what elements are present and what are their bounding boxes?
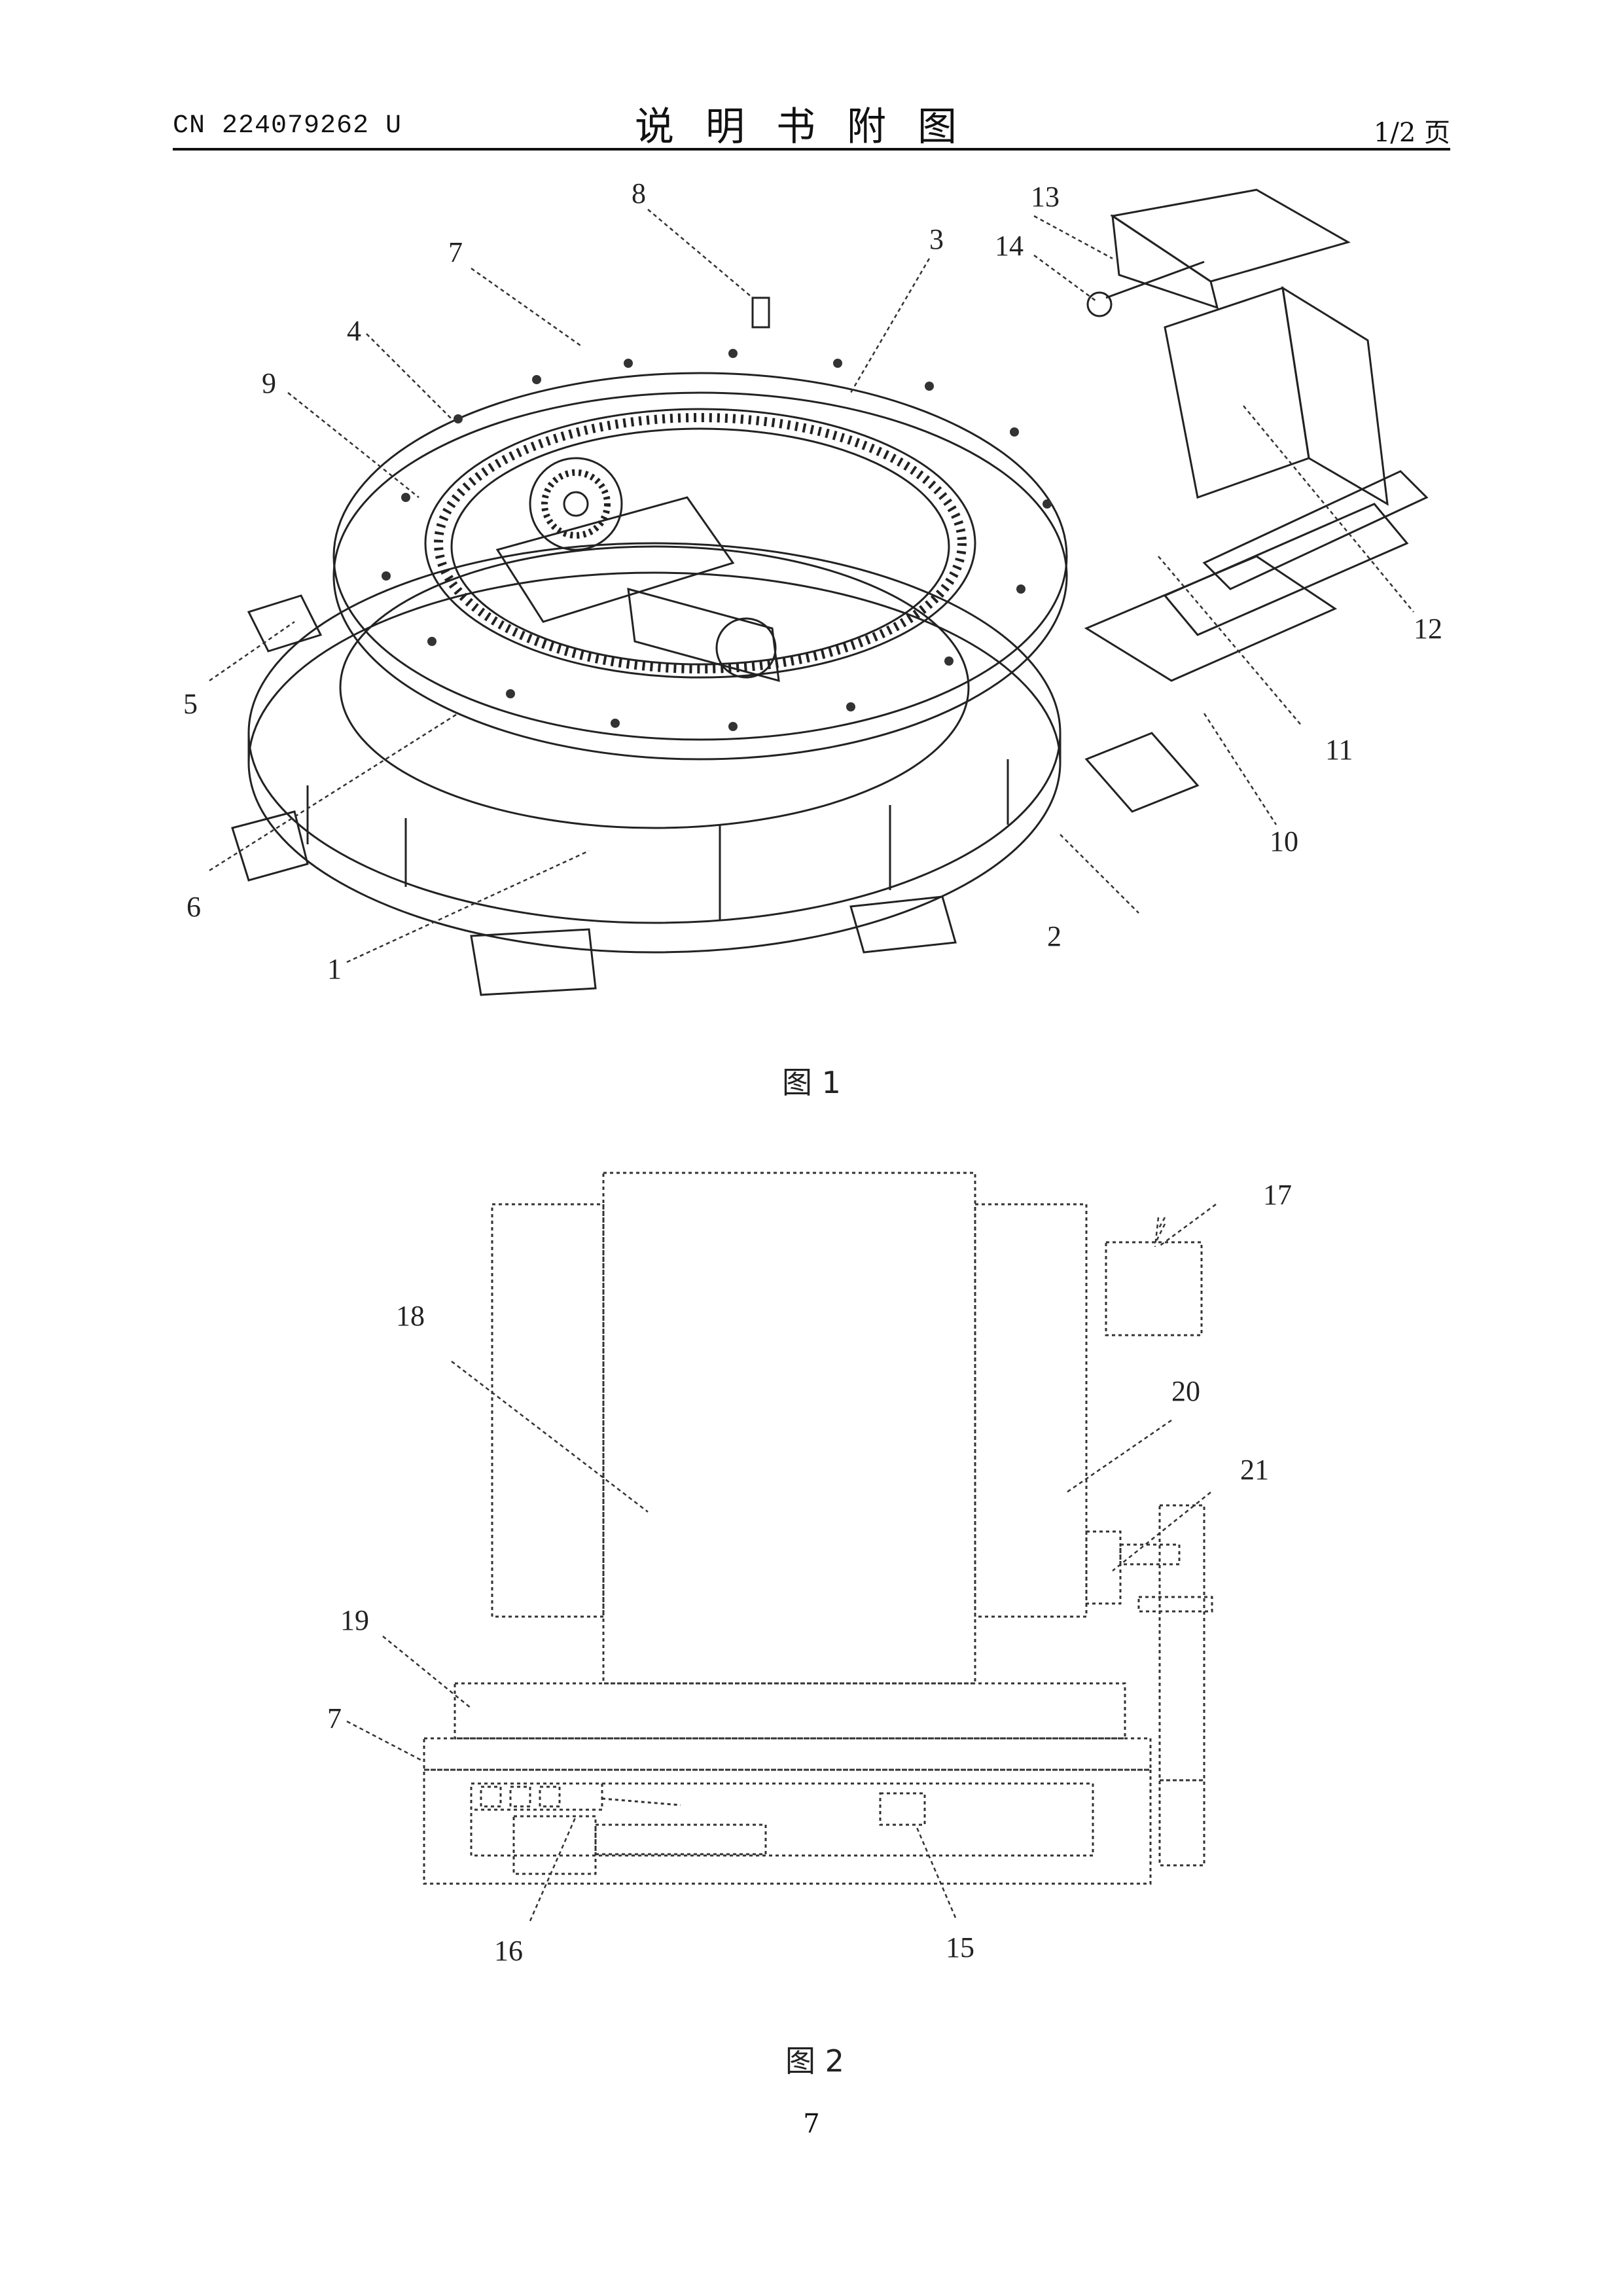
fig2-label-18: 18 <box>396 1300 425 1332</box>
fig2-label-19: 19 <box>340 1604 369 1636</box>
fig2-label-21: 21 <box>1240 1454 1269 1486</box>
fig1-label-14: 14 <box>995 230 1024 262</box>
figure-2-caption: 图 2 <box>785 2043 844 2079</box>
fig1-label-11: 11 <box>1325 734 1353 766</box>
fig1-label-6: 6 <box>187 891 201 923</box>
fig1-label-2: 2 <box>1047 920 1061 952</box>
figure-1-drawing <box>209 190 1427 995</box>
fig1-label-1: 1 <box>327 953 342 985</box>
fig1-label-9: 9 <box>262 367 276 399</box>
figure-2-drawing <box>347 1173 1216 1921</box>
fig2-label-15: 15 <box>946 1931 974 1964</box>
fig1-label-5: 5 <box>183 688 198 720</box>
fig1-label-7: 7 <box>448 236 463 268</box>
page-number: 7 <box>0 2109 1623 2139</box>
fig1-label-12: 12 <box>1414 613 1442 645</box>
fig1-label-4: 4 <box>347 315 361 347</box>
fig2-label-20: 20 <box>1171 1375 1200 1407</box>
fig1-label-13: 13 <box>1031 181 1060 213</box>
fig2-label-7: 7 <box>327 1702 342 1734</box>
fig2-label-16: 16 <box>494 1935 523 1967</box>
fig1-label-3: 3 <box>929 223 944 255</box>
fig1-label-10: 10 <box>1270 825 1298 857</box>
fig2-label-17: 17 <box>1263 1179 1292 1211</box>
figure-1-caption: 图 1 <box>782 1065 841 1100</box>
fig1-label-8: 8 <box>632 177 646 209</box>
